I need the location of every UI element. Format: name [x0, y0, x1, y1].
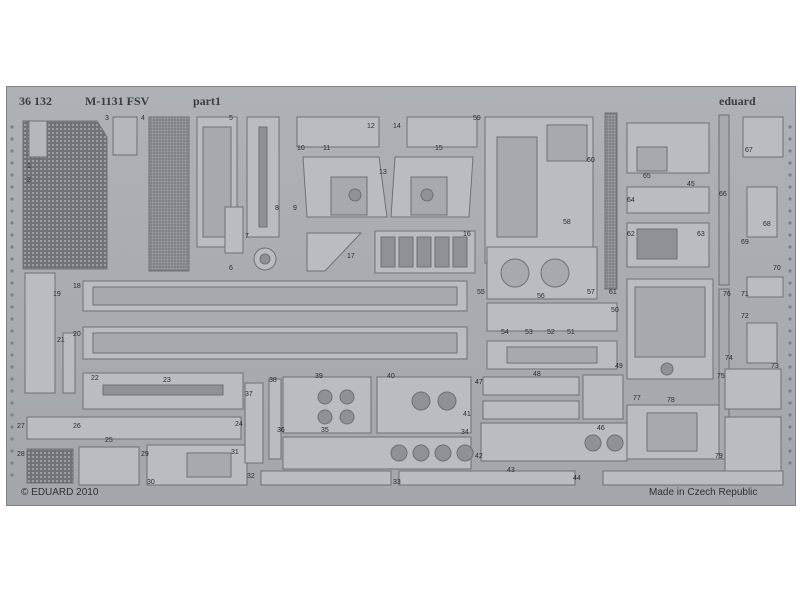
part-number: 70 [773, 265, 781, 272]
part-number: 25 [105, 437, 113, 444]
part-number: 13 [379, 169, 387, 176]
part-number: 72 [741, 313, 749, 320]
part-number: 65 [643, 173, 651, 180]
part-number: 68 [763, 221, 771, 228]
part-number: 17 [347, 253, 355, 260]
part-number: 79 [715, 453, 723, 460]
part-number: 49 [615, 363, 623, 370]
part-number: 73 [771, 363, 779, 370]
part-number: 27 [17, 423, 25, 430]
edge-holes [10, 125, 792, 477]
part-number: 35 [321, 427, 329, 434]
part-number: 32 [247, 473, 255, 480]
part-number: 24 [235, 421, 243, 428]
part-number: 62 [627, 231, 635, 238]
part-number: 60 [587, 157, 595, 164]
part-number: 18 [73, 283, 81, 290]
part-number: 56 [537, 293, 545, 300]
part-number: 36 [277, 427, 285, 434]
part-number: 55 [477, 289, 485, 296]
part-number: 48 [533, 371, 541, 378]
part-number: 39 [315, 373, 323, 380]
copyright-text: © EDUARD 2010 [21, 487, 99, 498]
part-number: 21 [57, 337, 65, 344]
part-number: 4 [141, 115, 145, 122]
part-number: 78 [667, 397, 675, 404]
part-number: 31 [231, 449, 239, 456]
part-number: 8 [275, 205, 279, 212]
part-number: 74 [725, 355, 733, 362]
part-number: 22 [91, 375, 99, 382]
part-number: 54 [501, 329, 509, 336]
part-number: 51 [567, 329, 575, 336]
fret-model: M-1131 FSV [85, 94, 150, 108]
part-number: 30 [147, 479, 155, 486]
part-number: 34 [461, 429, 469, 436]
part-number: 28 [17, 451, 25, 458]
brand-logo-text: eduard [719, 94, 756, 108]
part-number: 11 [323, 145, 331, 152]
part-number: 15 [435, 145, 443, 152]
part-number: 52 [547, 329, 555, 336]
part-number: 59 [473, 115, 481, 122]
part-number: 23 [163, 377, 171, 384]
part-number: 61 [609, 289, 617, 296]
part-number: 6 [229, 265, 233, 272]
part-number: 10 [297, 145, 305, 152]
part-number: 9 [293, 205, 297, 212]
part-number: 53 [525, 329, 533, 336]
photo-etch-fret: 36 132 M-1131 FSV part1 eduard © EDUARD … [6, 86, 796, 506]
origin-text: Made in Czech Republic [649, 487, 758, 498]
part-number: 63 [697, 231, 705, 238]
part-number: 47 [475, 379, 483, 386]
part-number: 29 [141, 451, 149, 458]
part-number: 5 [229, 115, 233, 122]
part-number: 19 [53, 291, 61, 298]
part-number: 76 [723, 291, 731, 298]
part-number: 12 [367, 123, 375, 130]
part-number: 58 [563, 219, 571, 226]
part-number: 14 [393, 123, 401, 130]
fret-code: 36 132 [19, 94, 52, 108]
part-number: 75 [717, 373, 725, 380]
part-number: 77 [633, 395, 641, 402]
part-number: 44 [573, 475, 581, 482]
part-number: 71 [741, 291, 749, 298]
part-number: 16 [463, 231, 471, 238]
part-number: 20 [73, 331, 81, 338]
part-number: 57 [587, 289, 595, 296]
part-number: 69 [741, 239, 749, 246]
part-number: 46 [597, 425, 605, 432]
part-number: 38 [269, 377, 277, 384]
part-number: 66 [719, 191, 727, 198]
part-number: 42 [475, 453, 483, 460]
part-number: 1 [27, 163, 31, 170]
part-number: 2 [27, 177, 31, 184]
part-number: 64 [627, 197, 635, 204]
part-number: 33 [393, 479, 401, 486]
part-number: 67 [745, 147, 753, 154]
part-number: 43 [507, 467, 515, 474]
part-number: 50 [611, 307, 619, 314]
part-number: 7 [245, 233, 249, 240]
part-number: 3 [105, 115, 109, 122]
part-number: 40 [387, 373, 395, 380]
part-number: 37 [245, 391, 253, 398]
fret-part: part1 [193, 94, 221, 108]
part-number: 45 [687, 181, 695, 188]
part-number: 41 [463, 411, 471, 418]
part-number: 26 [73, 423, 81, 430]
fret-parts-drawing [10, 112, 792, 486]
